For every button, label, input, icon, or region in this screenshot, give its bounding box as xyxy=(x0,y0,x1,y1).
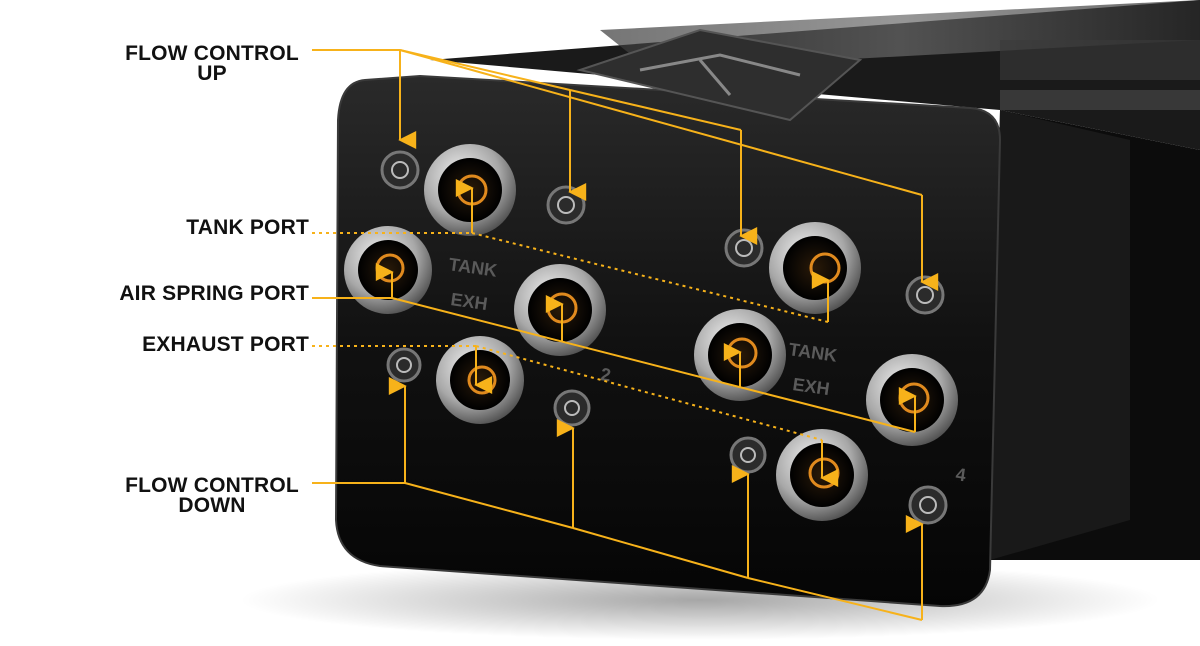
flow-control-screws xyxy=(380,150,948,525)
marking-4: 4 xyxy=(954,464,967,485)
screw-down-2 xyxy=(553,389,591,427)
label-exhaust-port: EXHAUST PORT xyxy=(60,333,309,356)
port-airspring-2 xyxy=(514,264,606,356)
port-tank-1 xyxy=(424,144,516,236)
screw-up-2 xyxy=(546,185,586,225)
callout-lines-flow-up xyxy=(312,49,939,291)
label-flow-control-up-line1: FLOW CONTROL xyxy=(125,42,299,65)
label-exhaust-port-text: EXHAUST PORT xyxy=(142,333,309,356)
screw-down-1 xyxy=(386,347,422,383)
screw-down-4 xyxy=(908,485,948,525)
callout-lines-tank xyxy=(312,179,830,323)
port-exhaust-1 xyxy=(436,336,524,424)
label-air-spring-port-text: AIR SPRING PORT xyxy=(119,282,309,305)
callout-lines-exhaust xyxy=(312,345,839,487)
face-markings: TANK EXH TANK EXH 2 4 xyxy=(447,254,967,485)
screw-up-4 xyxy=(905,275,945,315)
label-air-spring-port: AIR SPRING PORT xyxy=(60,282,309,305)
callout-lines-flow-down xyxy=(312,377,924,621)
logo-mark-icon xyxy=(639,53,801,96)
label-tank-port-text: TANK PORT xyxy=(186,216,309,239)
screw-up-3 xyxy=(724,228,764,268)
label-flow-control-down-line1: FLOW CONTROL xyxy=(125,474,299,497)
label-tank-port: TANK PORT xyxy=(112,216,309,239)
callout-lines-airspring xyxy=(312,263,917,433)
label-flow-control-down: FLOW CONTROL DOWN xyxy=(112,474,312,517)
port-tank-2 xyxy=(769,222,861,314)
port-airspring-1 xyxy=(344,226,432,314)
label-flow-control-up-line2: UP xyxy=(197,62,227,85)
screw-up-1 xyxy=(380,150,420,190)
label-flow-control-down-line2: DOWN xyxy=(178,494,246,517)
screw-down-3 xyxy=(729,436,767,474)
marking-2: 2 xyxy=(599,364,612,385)
label-flow-control-up: FLOW CONTROL UP xyxy=(112,42,312,85)
